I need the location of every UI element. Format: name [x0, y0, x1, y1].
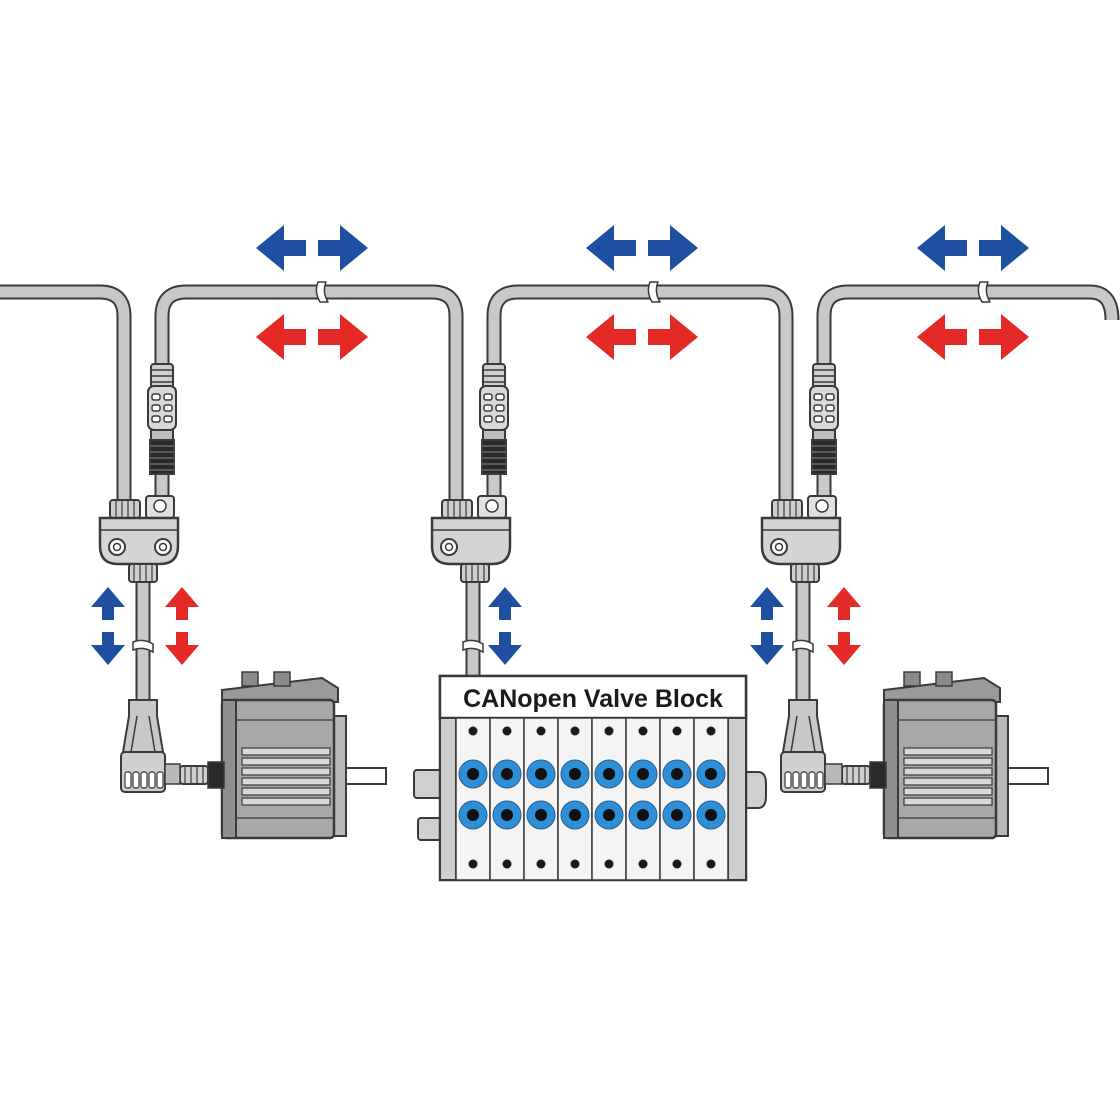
led-indicator — [536, 859, 546, 869]
double-headed-arrow-icon — [91, 587, 125, 665]
cable-break-mark — [462, 639, 484, 654]
valve-slice — [455, 717, 491, 881]
valve-slice — [557, 717, 593, 881]
cable-break-mark — [647, 281, 661, 303]
m12-plug-icon — [809, 363, 839, 475]
led-indicator — [672, 726, 682, 736]
led-indicator — [672, 859, 682, 869]
t-connectors — [98, 495, 842, 583]
led-indicator — [638, 726, 648, 736]
led-indicator — [638, 859, 648, 869]
pneumatic-port — [458, 759, 488, 789]
pneumatic-port — [560, 800, 590, 830]
servo-motor-icon — [780, 671, 1049, 840]
led-indicator — [604, 726, 614, 736]
led-indicator — [468, 726, 478, 736]
double-headed-arrow-icon — [750, 587, 784, 665]
pneumatic-port — [458, 800, 488, 830]
pneumatic-port — [696, 800, 726, 830]
pneumatic-port — [662, 759, 692, 789]
double-headed-arrow-icon — [586, 225, 698, 271]
pneumatic-port — [696, 759, 726, 789]
valve-slice — [489, 717, 525, 881]
pneumatic-port — [526, 759, 556, 789]
end-plate — [439, 717, 457, 881]
led-indicator — [468, 859, 478, 869]
double-headed-arrow-icon — [586, 314, 698, 360]
double-headed-arrow-icon — [917, 225, 1029, 271]
valve-block-title: CANopen Valve Block — [463, 685, 723, 713]
double-headed-arrow-icon — [165, 587, 199, 665]
t-connector-icon — [760, 495, 842, 583]
led-indicator — [604, 859, 614, 869]
cable-break-mark — [977, 281, 991, 303]
pneumatic-port — [628, 800, 658, 830]
valve-slice — [523, 717, 559, 881]
t-connector-icon — [98, 495, 180, 583]
pneumatic-port — [594, 800, 624, 830]
valve-slice — [591, 717, 627, 881]
pneumatic-port — [594, 759, 624, 789]
led-indicator — [706, 859, 716, 869]
double-headed-arrow-icon — [917, 314, 1029, 360]
led-indicator — [502, 726, 512, 736]
valve-slice — [693, 717, 729, 881]
pneumatic-port — [526, 800, 556, 830]
t-connector-icon — [430, 495, 512, 583]
led-indicator — [706, 726, 716, 736]
led-indicator — [536, 726, 546, 736]
led-indicator — [502, 859, 512, 869]
led-indicator — [570, 726, 580, 736]
double-headed-arrow-icon — [827, 587, 861, 665]
end-plate — [727, 717, 747, 881]
pneumatic-port — [560, 759, 590, 789]
pneumatic-port — [492, 759, 522, 789]
m12-plug-icon — [147, 363, 177, 475]
cable-break-mark — [315, 281, 329, 303]
m12-plugs — [147, 363, 839, 475]
canopen-valve-block: CANopen Valve Block — [413, 674, 767, 882]
pneumatic-port — [662, 800, 692, 830]
trunk-cables — [0, 281, 1120, 500]
cable-break-mark — [132, 639, 154, 654]
mounting-tab — [743, 771, 767, 809]
led-indicator — [570, 859, 580, 869]
double-headed-arrow-icon — [488, 587, 522, 665]
m12-plug-icon — [479, 363, 509, 475]
servo-motor-icon — [120, 671, 387, 840]
double-headed-arrow-icon — [256, 225, 368, 271]
valve-slice — [659, 717, 695, 881]
cable-break-mark — [792, 639, 814, 654]
pneumatic-port — [628, 759, 658, 789]
double-headed-arrow-icon — [256, 314, 368, 360]
valve-slice — [625, 717, 661, 881]
drop-cables — [132, 580, 814, 700]
servo-motors — [120, 671, 1049, 840]
pneumatic-port — [492, 800, 522, 830]
